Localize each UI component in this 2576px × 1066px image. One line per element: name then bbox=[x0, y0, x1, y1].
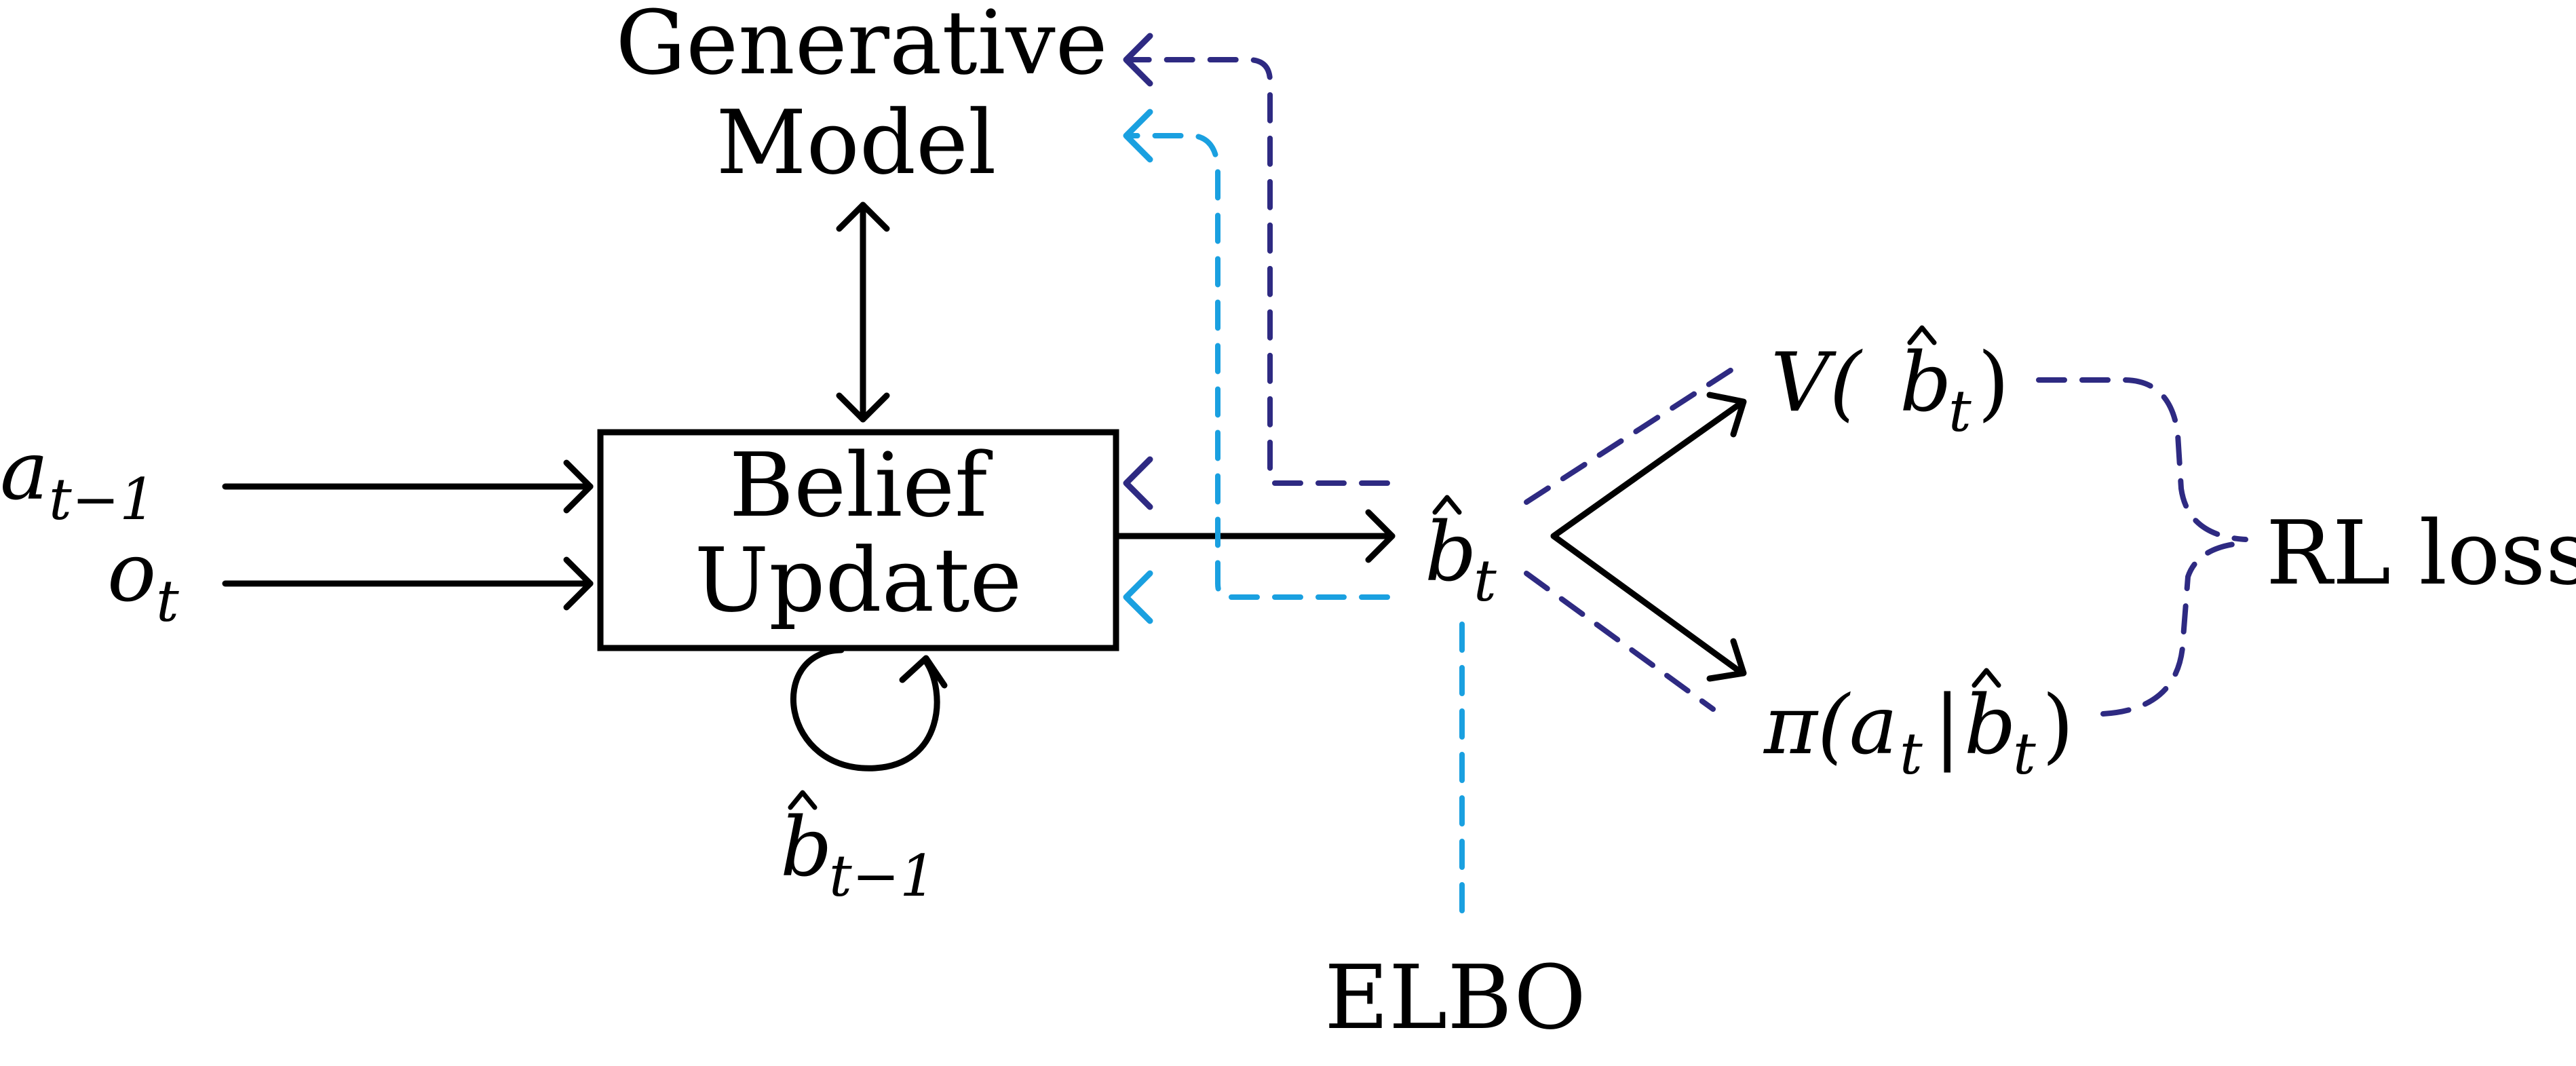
policy-sub: t bbox=[2013, 721, 2036, 787]
recurrent-loop-arrow bbox=[790, 647, 948, 772]
belief-out-b: b bbox=[1425, 506, 1477, 600]
policy-node: π(a t | b t ) bbox=[1763, 668, 2074, 787]
generative-model-line2: Model bbox=[716, 91, 996, 194]
belief-out-label: b t bbox=[1425, 495, 1497, 614]
observation-sub: t bbox=[156, 568, 179, 634]
rl-loss-label: RL loss bbox=[2266, 501, 2576, 605]
value-b: b bbox=[1900, 336, 1952, 430]
value-text: V( bbox=[1771, 336, 1863, 430]
belief-prev-b: b bbox=[780, 801, 832, 895]
belief-prev-label: b t−1 bbox=[780, 790, 936, 909]
rl-loss-paths bbox=[1123, 33, 2248, 717]
belief-update-box bbox=[597, 429, 1119, 651]
belief-out-sub: t bbox=[1474, 548, 1497, 614]
elbo-label: ELBO bbox=[1324, 946, 1586, 1049]
action-input: a t−1 bbox=[0, 424, 594, 533]
belief-update-node: Belief Update bbox=[597, 429, 1119, 651]
generative-belief-double-arrow bbox=[836, 202, 890, 423]
belief-prev-sub: t−1 bbox=[829, 843, 936, 909]
belief-output-arrow bbox=[1115, 509, 1396, 563]
belief-update-line2: Update bbox=[695, 529, 1022, 632]
elbo-paths bbox=[1123, 109, 1465, 926]
value-node: V( b t ) bbox=[1771, 325, 2010, 444]
observation-base: o bbox=[107, 526, 156, 620]
policy-sub-a: t bbox=[1900, 721, 1923, 787]
generative-model-line1: Generative bbox=[615, 0, 1107, 94]
generative-model-node: Generative Model bbox=[615, 0, 1107, 194]
action-sub: t−1 bbox=[49, 466, 156, 533]
policy-close: ) bbox=[2042, 679, 2074, 773]
policy-b: b bbox=[1964, 679, 2016, 773]
value-close: ) bbox=[1978, 336, 2010, 430]
value-sub: t bbox=[1948, 378, 1972, 444]
action-base: a bbox=[0, 424, 49, 518]
belief-update-line1: Belief bbox=[729, 434, 993, 537]
observation-input: o t bbox=[107, 526, 594, 634]
policy-bar: | bbox=[1934, 679, 1961, 773]
fork-arrows bbox=[1550, 392, 1747, 682]
policy-text: π(a bbox=[1763, 679, 1898, 773]
